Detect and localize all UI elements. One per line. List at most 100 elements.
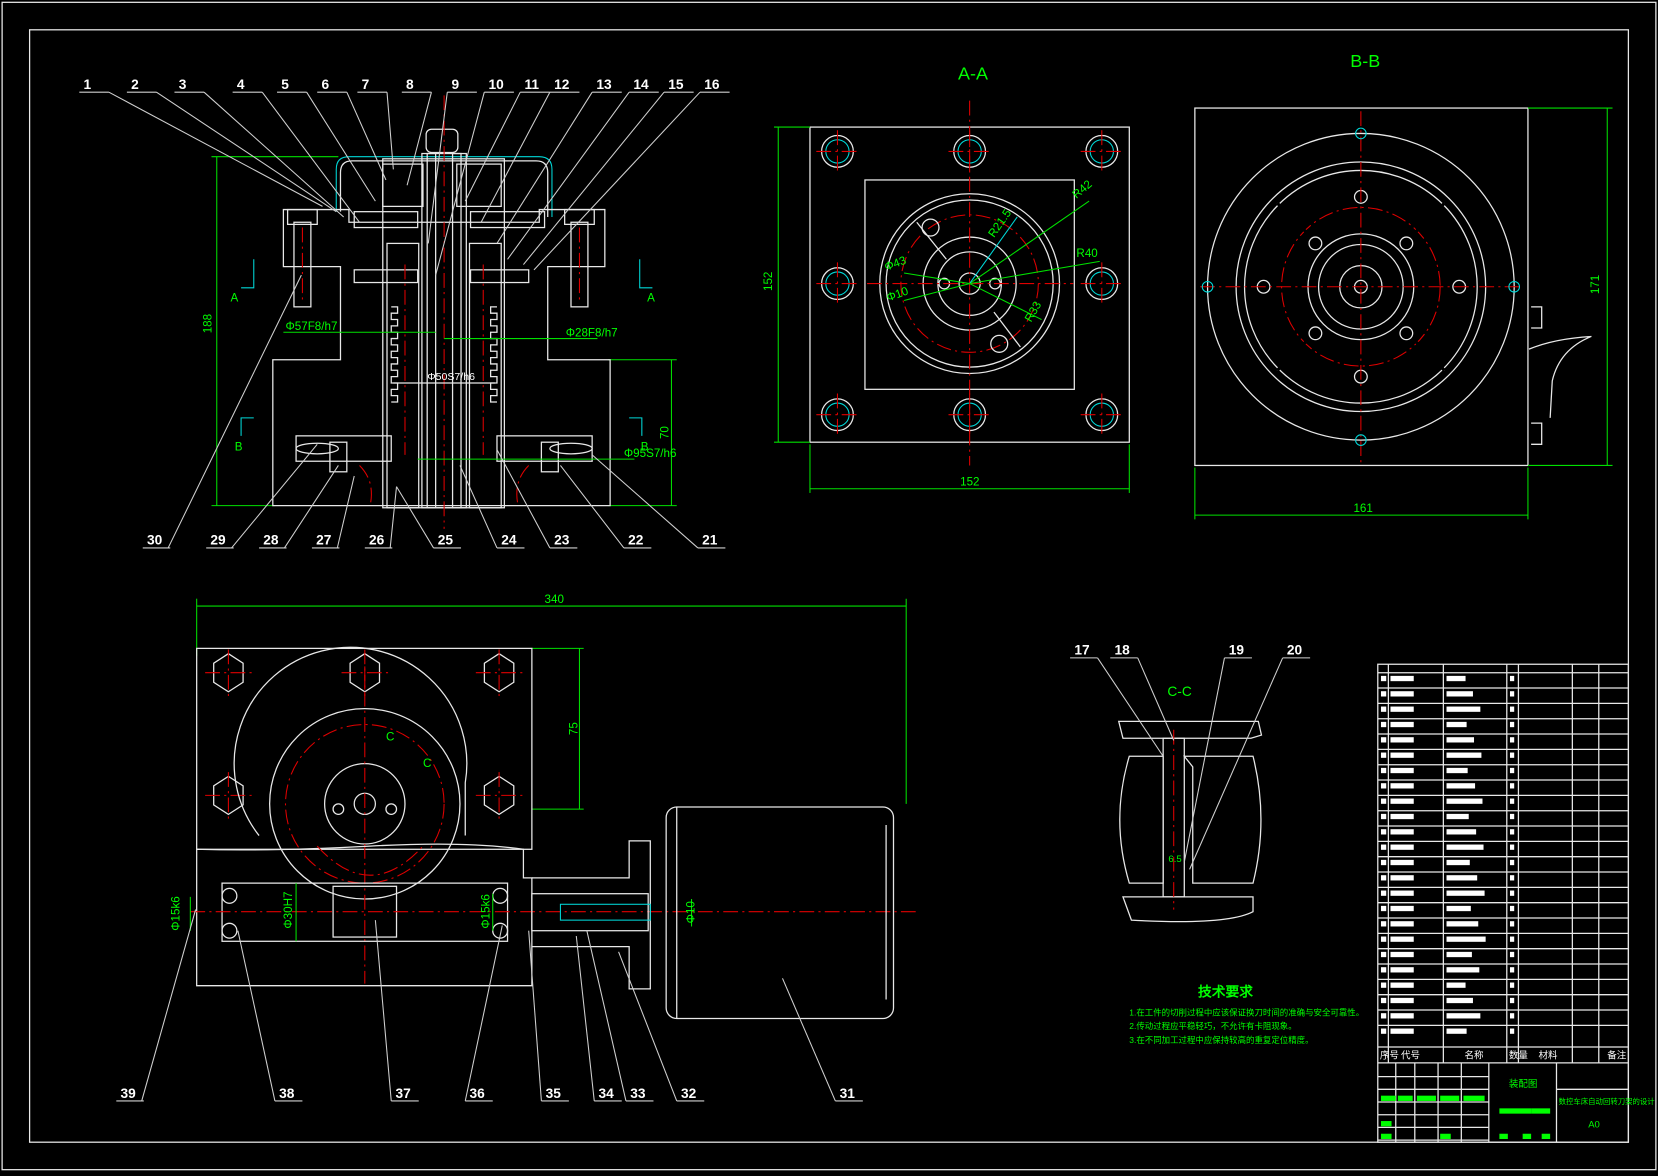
part-number: 13 bbox=[596, 77, 612, 92]
part-number: 31 bbox=[840, 1086, 856, 1101]
dim-fit-lower: Φ95S7/h6 bbox=[624, 447, 677, 460]
section-marker-c-1: C bbox=[386, 730, 394, 743]
part-number: 32 bbox=[681, 1086, 697, 1101]
section-marker-b-left: B bbox=[235, 441, 243, 454]
part-callout-15: 15 bbox=[523, 77, 694, 265]
part-callout-16: 16 bbox=[533, 77, 730, 271]
hex-bolt bbox=[483, 775, 515, 816]
dim-bottom-height: 75 bbox=[567, 722, 580, 735]
bom-header-1: 代号 bbox=[1401, 1051, 1420, 1062]
part-number: 33 bbox=[630, 1086, 646, 1101]
section-view-bb: B-B 171 161 bbox=[1194, 51, 1613, 520]
part-number: 11 bbox=[524, 77, 539, 92]
part-callout-21: 21 bbox=[591, 454, 726, 549]
drive-section-view: 340 75 C C Φ15 bbox=[170, 593, 920, 1020]
part-number: 4 bbox=[237, 77, 245, 92]
part-callout-6: 6 bbox=[317, 77, 387, 181]
part-number: 18 bbox=[1114, 643, 1130, 658]
part-number: 9 bbox=[452, 77, 460, 92]
section-title-bb: B-B bbox=[1350, 51, 1380, 71]
part-number: 25 bbox=[438, 533, 454, 548]
section-marker-a-right: A bbox=[647, 292, 655, 305]
part-callout-14: 14 bbox=[507, 77, 659, 260]
section-marker-b-right: B bbox=[641, 441, 649, 454]
part-callout-31: 31 bbox=[781, 978, 863, 1102]
part-callout-19: 19 bbox=[1183, 643, 1252, 863]
section-marker-a-left: A bbox=[231, 292, 239, 305]
dim-aa-d10: Φ10 bbox=[885, 284, 911, 304]
part-callout-13: 13 bbox=[496, 77, 622, 244]
dim-shaft-left: Φ15k6 bbox=[170, 896, 183, 930]
hex-bolt bbox=[483, 652, 515, 693]
tech-req-item-1: 1.在工件的切削过程中应该保证换刀时间的准确与安全可靠性。 bbox=[1129, 1007, 1364, 1017]
dim-bb-height: 171 bbox=[1589, 275, 1602, 294]
dim-cc-gap: 6.5 bbox=[1168, 854, 1181, 865]
part-number: 16 bbox=[704, 77, 720, 92]
technical-requirements: 技术要求 1.在工件的切削过程中应该保证换刀时间的准确与安全可靠性。 2.传动过… bbox=[1129, 983, 1364, 1045]
part-number: 26 bbox=[369, 533, 385, 548]
part-number: 15 bbox=[668, 77, 684, 92]
part-callout-34: 34 bbox=[575, 935, 622, 1102]
part-number: 23 bbox=[554, 533, 570, 548]
section-title-aa: A-A bbox=[958, 64, 988, 84]
bom-header-5: 备注 bbox=[1607, 1050, 1627, 1062]
sheet-size: A0 bbox=[1588, 1119, 1600, 1130]
part-callout-5: 5 bbox=[277, 77, 376, 202]
bolt-hole bbox=[1308, 326, 1323, 341]
part-number: 1 bbox=[84, 77, 92, 92]
part-number: 19 bbox=[1229, 643, 1245, 658]
part-number: 7 bbox=[362, 77, 370, 92]
dim-main-height: 188 bbox=[201, 314, 214, 333]
part-number: 17 bbox=[1074, 643, 1090, 658]
dim-fit-center: Φ50S7/h6 bbox=[427, 371, 475, 383]
part-callout-8: 8 bbox=[401, 77, 432, 186]
part-number: 6 bbox=[321, 77, 329, 92]
dim-fit-left: Φ57F8/h7 bbox=[285, 320, 337, 333]
part-number: 28 bbox=[263, 533, 279, 548]
dim-bb-width: 161 bbox=[1353, 502, 1372, 515]
part-callout-25: 25 bbox=[396, 486, 462, 549]
part-number: 10 bbox=[489, 77, 505, 92]
part-callout-3: 3 bbox=[174, 77, 345, 218]
part-number: 3 bbox=[179, 77, 187, 92]
part-callout-10: 10 bbox=[435, 77, 514, 276]
part-number: 29 bbox=[210, 533, 226, 548]
dim-aa-r33: R33 bbox=[1022, 299, 1044, 324]
part-number: 37 bbox=[395, 1086, 411, 1101]
part-callout-9: 9 bbox=[427, 77, 477, 244]
dim-shaft-mid: Φ30H7 bbox=[282, 892, 295, 929]
dim-motor-shaft: Φ10 bbox=[685, 901, 698, 924]
part-callout-17: 17 bbox=[1070, 643, 1164, 757]
tech-req-heading: 技术要求 bbox=[1198, 983, 1253, 999]
section-view-cc: C-C 6.5 bbox=[1117, 684, 1263, 923]
part-number: 5 bbox=[281, 77, 289, 92]
part-callout-7: 7 bbox=[357, 77, 394, 170]
part-callout-37: 37 bbox=[374, 920, 419, 1102]
bom-header-0: 序号 bbox=[1380, 1050, 1399, 1062]
main-section-view: 188 70 bbox=[201, 95, 677, 529]
part-callout-12: 12 bbox=[480, 77, 580, 223]
part-number: 12 bbox=[554, 77, 570, 92]
dim-aa-width: 152 bbox=[960, 476, 979, 489]
bom-header-4: 材料 bbox=[1539, 1050, 1559, 1062]
part-callout-20: 20 bbox=[1189, 643, 1311, 870]
dim-bottom-width: 340 bbox=[545, 593, 565, 606]
dim-shaft-right: Φ15k6 bbox=[480, 894, 493, 928]
title-block: 序号代号名称数量材料备注 装配图 数控车床自动回转刀架的设计 A0 bbox=[1377, 663, 1655, 1143]
section-title-cc: C-C bbox=[1167, 684, 1191, 699]
section-marker-c-2: C bbox=[423, 757, 431, 770]
bom-header-3: 数量 bbox=[1509, 1050, 1529, 1062]
part-callout-38: 38 bbox=[237, 930, 303, 1102]
part-callout-32: 32 bbox=[618, 951, 705, 1102]
part-number: 39 bbox=[121, 1086, 137, 1101]
dim-fit-right: Φ28F8/h7 bbox=[566, 326, 618, 339]
part-number: 30 bbox=[147, 533, 163, 548]
bolt-hole bbox=[1308, 236, 1323, 251]
part-number: 27 bbox=[316, 533, 332, 548]
part-number: 14 bbox=[633, 77, 649, 92]
part-callout-26: 26 bbox=[364, 486, 398, 549]
part-callout-24: 24 bbox=[459, 465, 525, 549]
